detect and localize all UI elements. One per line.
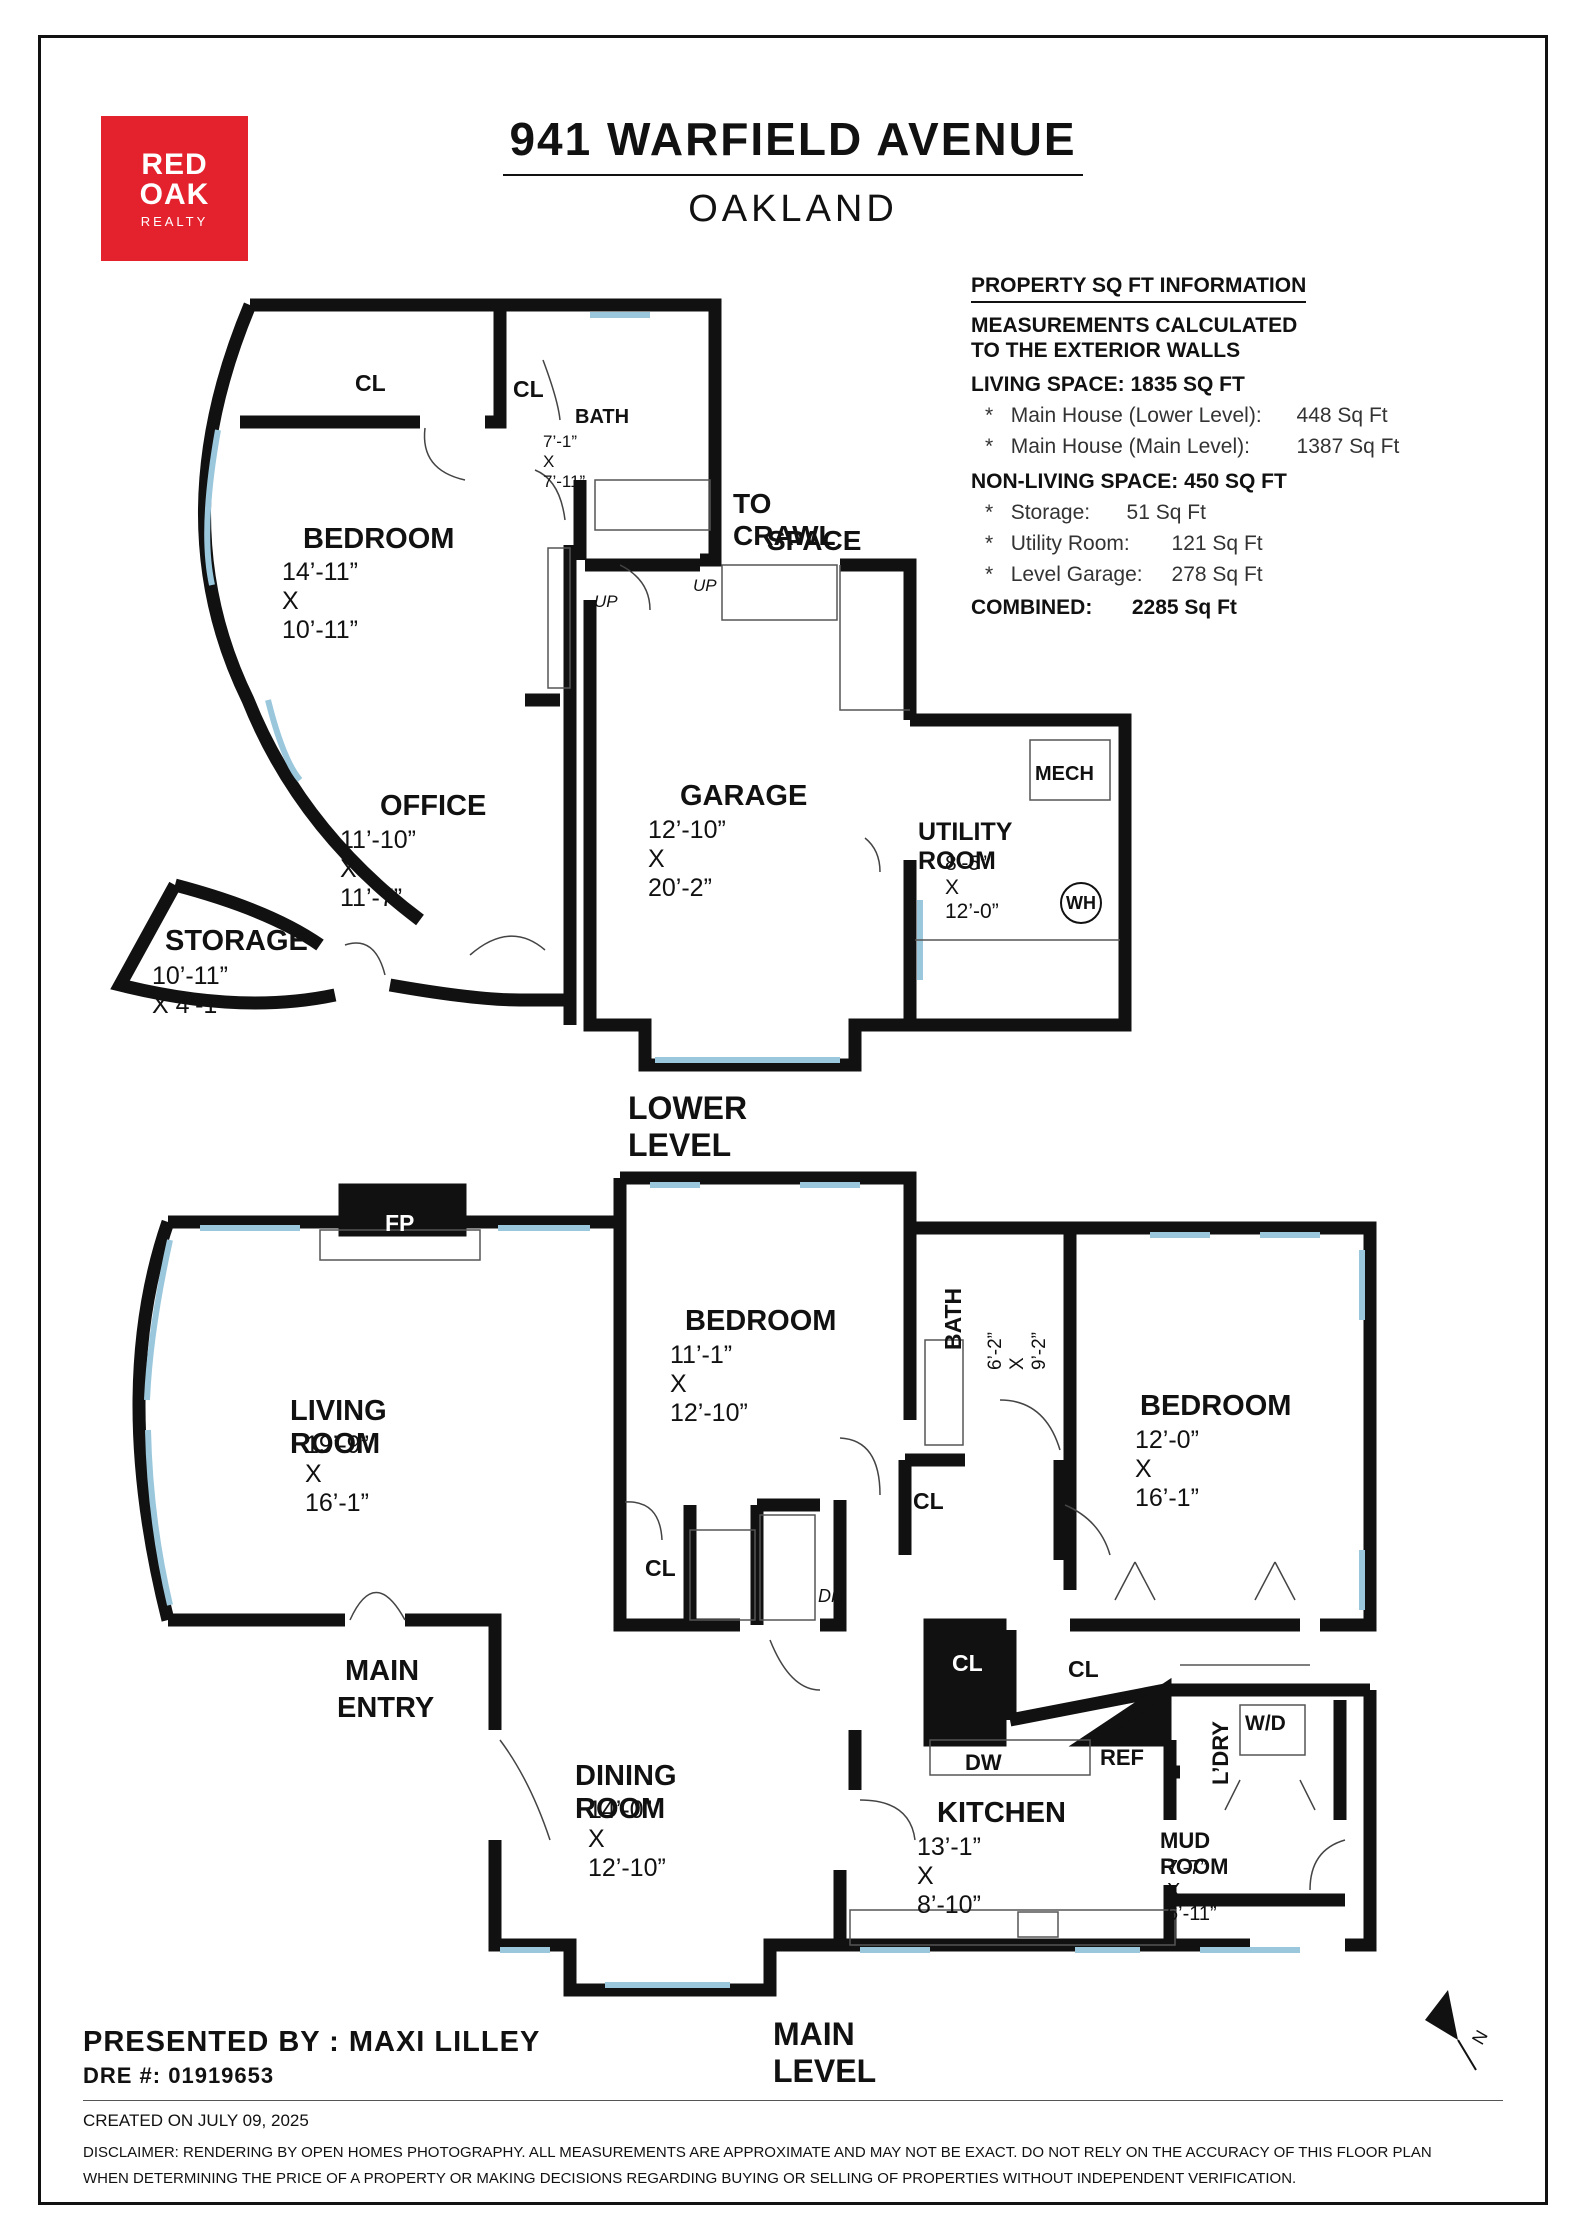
property-address: 941 WARFIELD AVENUE — [509, 113, 1077, 165]
main-bath-name: BATH — [940, 1287, 966, 1350]
refrigerator-label: REF — [1100, 1745, 1144, 1770]
red-oak-realty-logo: RED OAK REALTY — [101, 116, 248, 261]
utility-room-size: 8’-5” X 12’-0” — [945, 852, 999, 923]
lower-bedroom-name: BEDROOM — [303, 523, 455, 555]
combined-total: COMBINED: 2285 Sq Ft — [971, 596, 1411, 620]
created-date: CREATED ON JULY 09, 2025 — [83, 2111, 309, 2130]
non-living-space-total: NON-LIVING SPACE: 450 SQ FT — [971, 470, 1287, 493]
water-heater-label: WH — [1060, 882, 1102, 924]
kitchen-size: 13’-1” X 8’-10” — [917, 1833, 981, 1919]
office-name: OFFICE — [380, 790, 487, 822]
sqft-note-1: MEASUREMENTS CALCULATED — [971, 314, 1298, 337]
main-bedroom-2-name: BEDROOM — [1140, 1390, 1292, 1422]
main-bedroom-1-name: BEDROOM — [685, 1305, 837, 1337]
lower-bath-size: 7’-1” X 7’-11” — [543, 432, 586, 491]
crawl-space-label-2: SPACE — [767, 525, 862, 556]
laundry-label: L’DRY — [1208, 1721, 1233, 1785]
lower-bedroom-size: 14’-11” X 10’-11” — [282, 558, 358, 644]
disclaimer-line-1: DISCLAIMER: RENDERING BY OPEN HOMES PHOT… — [83, 2144, 1432, 2161]
sqft-item: * Storage: 51 Sq Ft — [971, 497, 1411, 528]
lower-bath-name: BATH — [575, 406, 630, 428]
washer-dryer-label: W/D — [1245, 1712, 1286, 1735]
sqft-item-value: 278 Sq Ft — [1171, 563, 1263, 586]
logo-line-1: RED — [141, 148, 208, 181]
sqft-item-label: Main House (Lower Level): — [1010, 404, 1262, 427]
main-bath-size: 6’-2” X 9’-2” — [985, 1331, 1050, 1370]
footer-divider — [83, 2100, 1503, 2101]
sqft-item-label: Storage: — [1010, 501, 1091, 524]
storage-name: STORAGE — [165, 925, 308, 957]
page-frame — [38, 35, 1548, 2205]
sqft-item-value: 1387 Sq Ft — [1296, 435, 1400, 458]
main-bedroom-1-size: 11’-1” X 12’-10” — [670, 1341, 748, 1427]
living-room-size: 19’-9” X 16’-1” — [305, 1431, 369, 1517]
living-room-name: LIVING ROOM — [290, 1395, 387, 1460]
utility-room-name: UTILITY ROOM — [918, 818, 1012, 875]
main-entry-label-1: MAIN — [345, 1655, 420, 1687]
stairs-down-label: DN — [818, 1586, 844, 1606]
sqft-item: * Level Garage: 278 Sq Ft — [971, 559, 1411, 590]
fireplace-label: FP — [385, 1210, 415, 1236]
sqft-item-value: 448 Sq Ft — [1296, 404, 1388, 427]
title-divider — [503, 174, 1083, 176]
windows — [144, 312, 1365, 1988]
living-space-total: LIVING SPACE: 1835 SQ FT — [971, 373, 1245, 396]
garage-size: 12’-10” X 20’-2” — [648, 816, 726, 902]
sqft-heading: PROPERTY SQ FT INFORMATION — [971, 274, 1307, 303]
dining-room-size: 14’-0” X 12’-10” — [588, 1796, 666, 1882]
garage-name: GARAGE — [680, 780, 808, 812]
lower-closet-label: CL — [355, 370, 386, 396]
combined-value: 2285 Sq Ft — [1131, 596, 1237, 619]
lower-stairs-up-label: UP — [594, 592, 618, 611]
presented-by: PRESENTED BY : MAXI LILLEY — [83, 2026, 541, 2058]
main-entry-label-2: ENTRY — [337, 1692, 435, 1724]
logo-line-3: REALTY — [140, 214, 209, 229]
dre-number: DRE #: 01919653 — [83, 2063, 275, 2088]
disclaimer-line-2: WHEN DETERMINING THE PRICE OF A PROPERTY… — [83, 2170, 1297, 2187]
sqft-note-2: TO THE EXTERIOR WALLS — [971, 339, 1241, 362]
dining-room-name: DINING ROOM — [575, 1760, 677, 1825]
fixtures — [319, 479, 1310, 1946]
property-city: OAKLAND — [688, 188, 898, 230]
sqft-info-panel: PROPERTY SQ FT INFORMATION MEASUREMENTS … — [971, 274, 1411, 620]
doors — [344, 359, 1346, 1891]
kitchen-closet-label: CL — [1068, 1656, 1099, 1682]
main-level-title: MAIN LEVEL — [773, 2016, 877, 2089]
sqft-item-label: Main House (Main Level): — [1010, 435, 1250, 458]
sqft-item-value: 51 Sq Ft — [1126, 501, 1206, 524]
lower-bath-closet-label: CL — [513, 376, 544, 402]
hall-closet-label: CL — [952, 1650, 983, 1677]
garage-stairs-up-label: UP — [693, 576, 717, 595]
office-size: 11’-10” X 11’-7” — [340, 826, 416, 912]
kitchen-name: KITCHEN — [937, 1797, 1066, 1829]
sqft-item-label: Utility Room: — [1010, 532, 1130, 555]
dishwasher-label: DW — [965, 1750, 1002, 1775]
sqft-item: * Main House (Lower Level): 448 Sq Ft — [971, 400, 1411, 431]
crawl-space-label-1: TO CRAWL — [733, 488, 836, 551]
bath-closet-label: CL — [913, 1488, 944, 1514]
logo-line-2: OAK — [139, 178, 210, 211]
sqft-item-label: Level Garage: — [1010, 563, 1143, 586]
bedroom-closet-label: CL — [645, 1555, 676, 1581]
sqft-item-value: 121 Sq Ft — [1171, 532, 1263, 555]
mech-label: MECH — [1035, 763, 1094, 785]
north-arrow-icon — [1425, 1990, 1477, 2071]
mud-room-size: 7’-7” X 6’-11” — [1167, 1857, 1217, 1925]
sqft-item: * Utility Room: 121 Sq Ft — [971, 528, 1411, 559]
main-bedroom-2-size: 12’-0” X 16’-1” — [1135, 1426, 1199, 1512]
combined-label: COMBINED: — [971, 596, 1093, 619]
mud-room-name: MUD ROOM — [1160, 1828, 1229, 1879]
lower-level-title: LOWER LEVEL — [628, 1090, 748, 1163]
lower-level-walls — [110, 298, 1132, 1072]
storage-size: 10’-11” X 4’-1” — [152, 962, 228, 1019]
sqft-item: * Main House (Main Level): 1387 Sq Ft — [971, 431, 1411, 462]
